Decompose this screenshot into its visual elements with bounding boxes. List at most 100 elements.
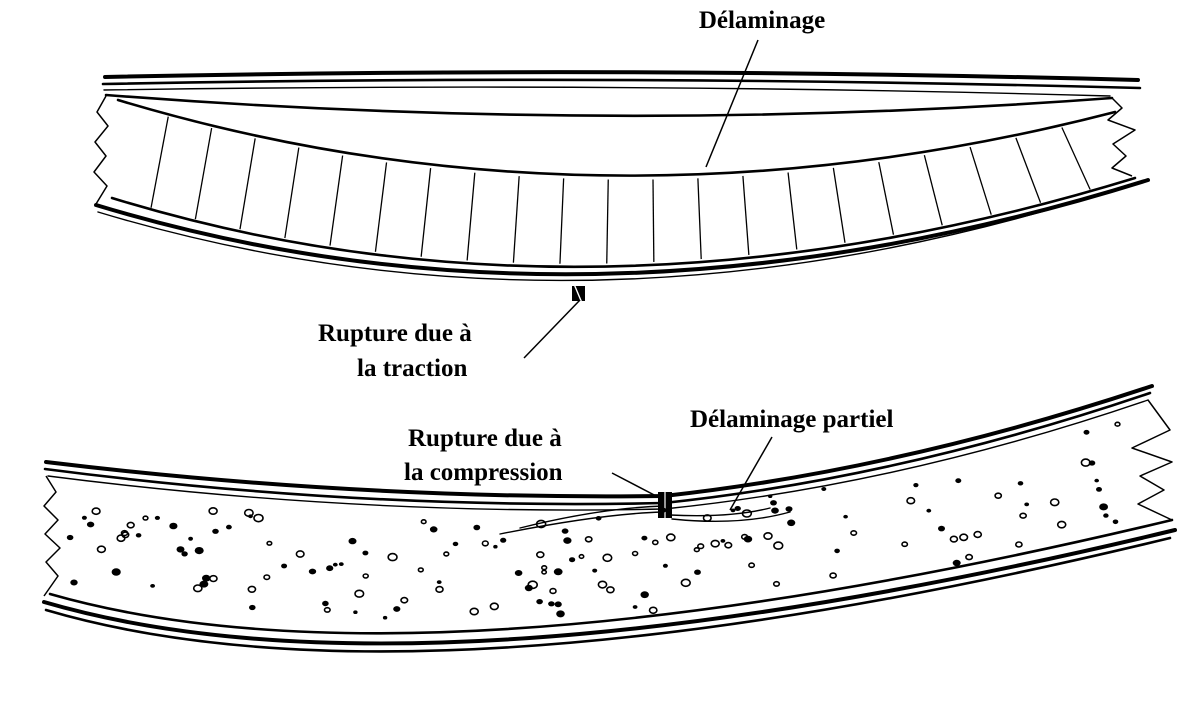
foam-cell: [631, 550, 639, 557]
honeycomb-cell-wall: [832, 167, 846, 243]
foam-cell: [452, 541, 459, 547]
foam-cell: [535, 551, 545, 559]
foam-cell: [773, 541, 784, 550]
foam-cell: [362, 573, 370, 579]
honeycomb-cell-wall: [239, 138, 256, 230]
foam-cell: [1056, 520, 1067, 529]
honeycomb-cell-wall: [374, 162, 388, 252]
foam-cell: [1024, 502, 1030, 507]
foam-cell: [150, 584, 156, 588]
label-partial-delamination: Délaminage partiel: [690, 406, 893, 433]
honeycomb-cell-wall: [284, 147, 300, 239]
foam-cell: [561, 528, 569, 534]
compression-crack: [658, 490, 672, 520]
foam-cell: [730, 508, 736, 513]
foam-cell: [569, 557, 576, 563]
foam-cell: [787, 519, 796, 527]
foam-cell: [770, 500, 777, 506]
foam-core-cells: [66, 421, 1121, 620]
foam-cell: [524, 584, 533, 592]
honeycomb-cell-wall: [606, 179, 609, 264]
left-cut-edge-foam: [43, 475, 61, 597]
foam-cell: [443, 551, 450, 557]
foam-cell: [176, 546, 185, 553]
foam-cell: [120, 529, 129, 537]
foam-cell: [332, 562, 338, 567]
foam-cell: [554, 601, 562, 608]
foam-cell: [724, 541, 733, 549]
foam-cell: [563, 537, 572, 544]
foam-cell: [493, 544, 498, 549]
foam-cell: [226, 524, 232, 530]
foam-cell: [926, 508, 932, 513]
honeycomb-cell-wall: [559, 178, 565, 264]
foam-cell: [70, 579, 78, 586]
foam-cell: [850, 529, 858, 536]
foam-cell: [592, 568, 598, 573]
honeycomb-cell-wall: [1061, 127, 1091, 190]
foam-cell: [994, 492, 1003, 500]
foam-cell: [535, 519, 547, 529]
foam-cell: [772, 580, 781, 587]
foam-cell: [641, 535, 648, 541]
bottom-face-sheet-foam: [42, 518, 1177, 653]
foam-cell: [96, 545, 107, 554]
foam-cell: [81, 515, 87, 520]
foam-cell: [1015, 541, 1023, 548]
foam-cell: [387, 552, 398, 562]
foam-cell: [702, 514, 712, 522]
honeycomb-cell-wall: [923, 155, 943, 226]
foam-cell: [354, 589, 365, 598]
foam-cell: [322, 600, 329, 607]
top-face-sheet: [101, 70, 1142, 118]
label-compression-line2: la compression: [404, 459, 563, 486]
foam-cell: [1083, 429, 1090, 435]
foam-cell: [420, 518, 427, 525]
foam-cell: [400, 596, 409, 604]
foam-cell: [540, 564, 548, 571]
foam-cell: [489, 602, 499, 611]
honeycomb-cell-wall: [150, 116, 169, 208]
foam-cell: [469, 607, 480, 616]
tension-crack: [572, 283, 585, 304]
foam-cell: [353, 610, 358, 614]
foam-cell: [481, 540, 489, 547]
honeycomb-cell-wall: [1015, 137, 1042, 203]
foam-cell: [326, 565, 334, 572]
partial-delamination-leader: [729, 436, 773, 511]
foam-cell: [829, 572, 837, 579]
foam-cell: [748, 562, 756, 569]
foam-cell: [281, 563, 288, 569]
foam-cell: [208, 574, 218, 583]
foam-cell: [417, 567, 424, 573]
foam-cell: [202, 574, 211, 582]
foam-cell: [1103, 513, 1109, 518]
honeycomb-cell-wall: [329, 155, 344, 246]
foam-cell: [556, 610, 565, 618]
honeycomb-sandwich-panel: [93, 39, 1150, 359]
label-tension-line1: Rupture due à: [318, 320, 472, 347]
foam-cell: [1017, 481, 1024, 486]
foam-cell: [295, 550, 305, 558]
foam-cell: [208, 506, 218, 515]
label-compression-line1: Rupture due à: [408, 425, 562, 452]
foam-cell: [436, 580, 442, 584]
left-cut-edge: [93, 95, 109, 205]
foam-cell: [640, 591, 649, 599]
foam-cell: [973, 530, 983, 539]
foam-cell: [514, 570, 523, 576]
honeycomb-cell-wall: [420, 168, 432, 257]
honeycomb-cell-wall: [194, 127, 213, 220]
honeycomb-cell-wall: [969, 146, 992, 215]
foam-cell: [597, 580, 608, 589]
foam-cell: [913, 483, 919, 488]
foam-cell: [111, 568, 121, 576]
foam-cell: [1049, 498, 1060, 507]
foam-cell: [955, 478, 962, 484]
foam-cell: [785, 506, 793, 512]
foam-cell: [694, 569, 701, 575]
foam-cell: [1096, 487, 1102, 492]
foam-cell: [253, 513, 264, 523]
honeycomb-cell-wall: [652, 179, 655, 262]
foam-cell: [249, 604, 256, 611]
